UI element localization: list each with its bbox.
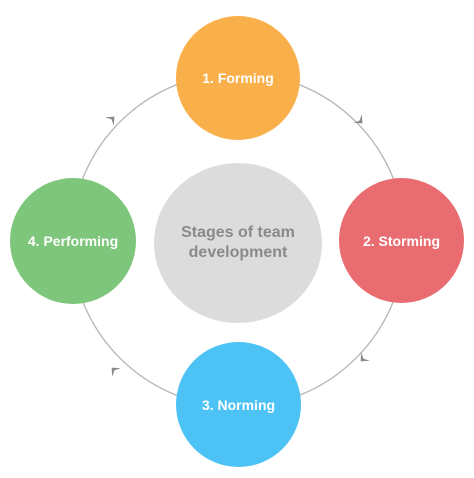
center-title: Stages of team development [181,224,295,261]
stage-forming-circle: 1. Forming [176,16,300,140]
stage-storming-circle: 2. Storming [339,178,464,303]
stage-forming-label: 1. Forming [202,70,274,86]
stage-norming-label: 3. Norming [201,396,276,413]
arrow-norming-to-performing-icon [111,367,121,377]
arrow-storming-to-norming-icon [360,352,370,362]
stage-storming-label: 2. Storming [362,232,440,249]
stage-performing-circle: 4. Performing [10,178,136,304]
arrow-performing-to-forming-icon [105,116,115,126]
stage-norming-circle: 3. Norming [176,342,301,467]
center-circle: Stages of team development [154,163,322,323]
arrow-forming-to-storming-icon [353,114,363,124]
stage-performing-label: 4. Performing [27,233,119,249]
